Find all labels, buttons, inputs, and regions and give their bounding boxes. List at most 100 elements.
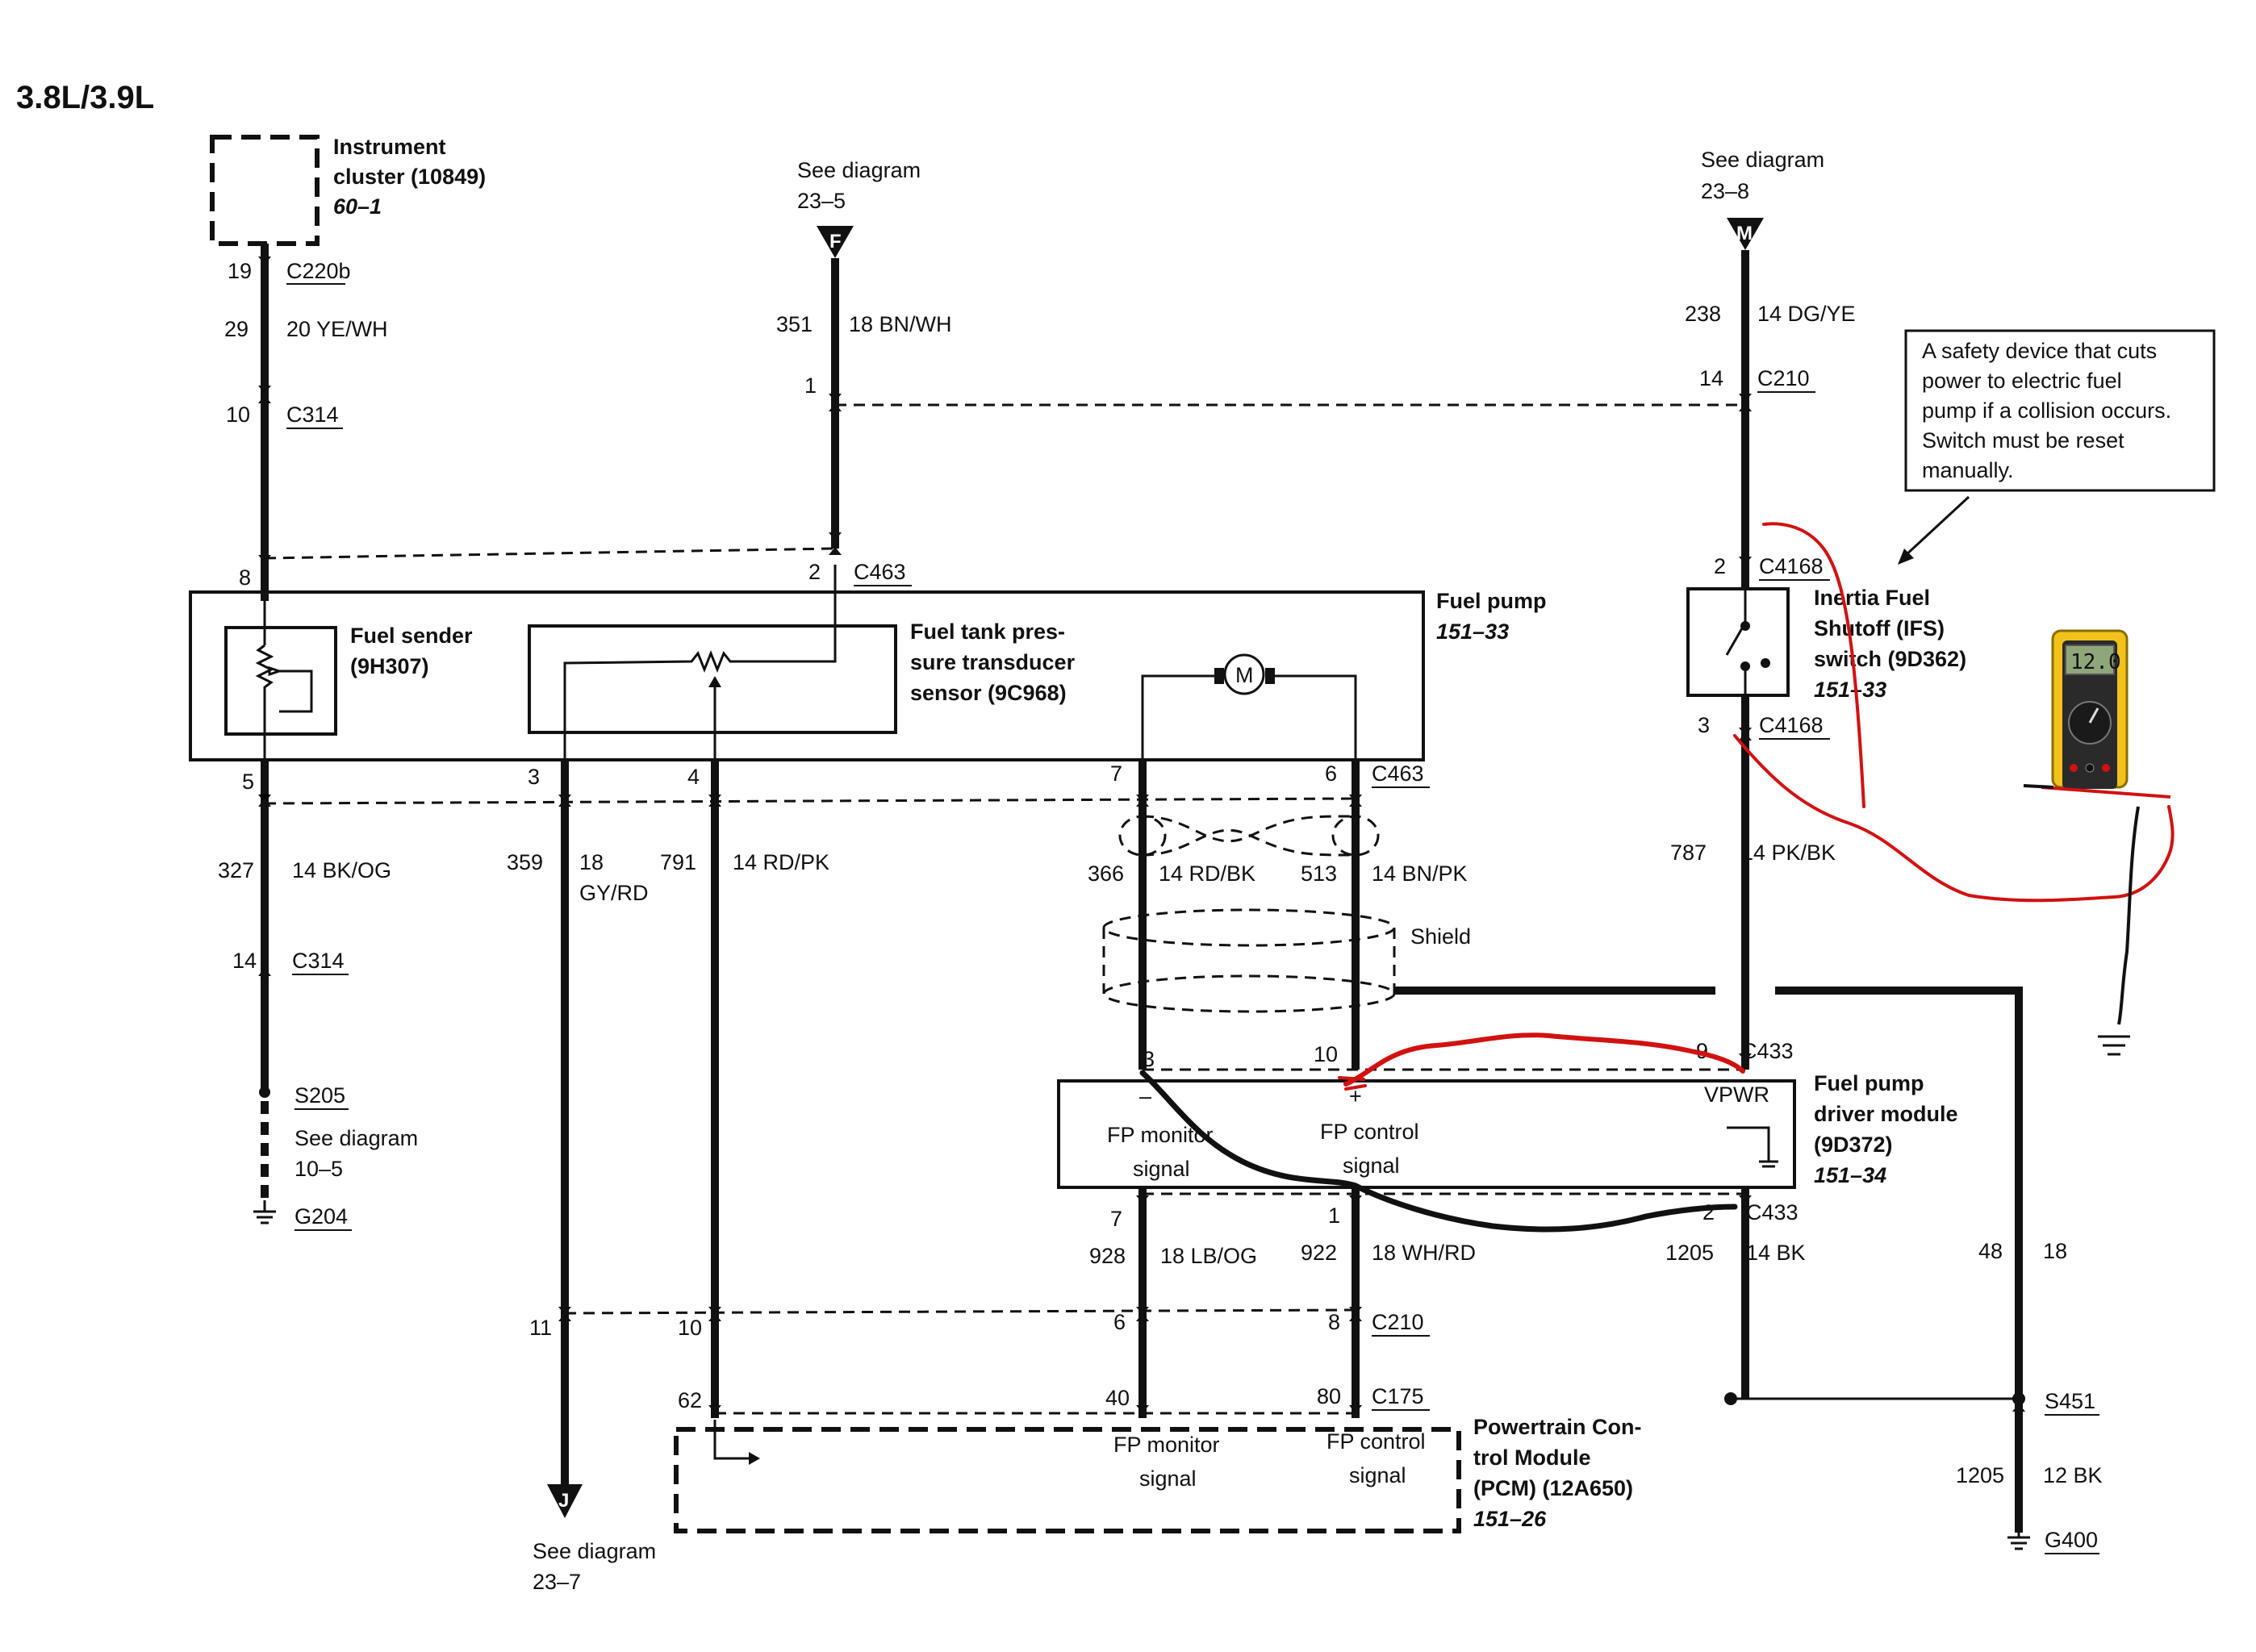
svg-text:62: 62: [678, 1388, 702, 1412]
fuel-tank-pressure-sensor: [528, 624, 897, 734]
svg-text:8: 8: [239, 565, 251, 590]
svg-text:signal: signal: [1343, 1153, 1400, 1178]
svg-text:29: 29: [224, 317, 249, 341]
svg-text:See diagram: See diagram: [797, 158, 921, 182]
svg-text:14: 14: [1699, 366, 1723, 390]
svg-text:3: 3: [1698, 713, 1710, 737]
svg-text:See diagram: See diagram: [1701, 148, 1824, 172]
svg-text:151–33: 151–33: [1814, 678, 1886, 702]
connector-arrow: [258, 395, 271, 403]
see-diagram-f-marker: [817, 226, 854, 258]
annotation-black-line: [1139, 1070, 1738, 1233]
svg-text:Powertrain Con-: Powertrain Con-: [1473, 1415, 1642, 1439]
svg-text:2: 2: [808, 560, 821, 584]
svg-text:18: 18: [579, 850, 604, 874]
svg-text:18 BN/WH: 18 BN/WH: [849, 312, 952, 336]
shield-icon: [1102, 908, 1396, 947]
svg-text:14 RD/PK: 14 RD/PK: [733, 850, 829, 874]
connector-c210-top: C210: [1757, 366, 1810, 390]
svg-text:6: 6: [1113, 1310, 1126, 1334]
wire-48: [1394, 987, 2023, 1533]
instrument-cluster: Instrument cluster (10849) 60–1: [210, 135, 486, 246]
connector-c433-bottom: C433: [1746, 1200, 1799, 1224]
switch-contact-icon: [1740, 661, 1750, 671]
fuel-pump-assembly: Fuel pump 151–33 Fuel sender (9H307) Fue…: [189, 565, 1547, 803]
svg-text:60–1: 60–1: [333, 194, 382, 219]
svg-text:1205: 1205: [1665, 1241, 1714, 1265]
module-ground-icon: [1727, 1126, 1770, 1162]
connector-c433-top: C433: [1741, 1039, 1794, 1063]
svg-text:M: M: [1235, 663, 1254, 687]
svg-text:signal: signal: [1349, 1463, 1406, 1487]
svg-text:151–33: 151–33: [1436, 620, 1509, 644]
ground-g204-icon: [253, 1200, 276, 1224]
connector-c210-bottom: C210: [1372, 1310, 1424, 1334]
svg-text:14 PK/BK: 14 PK/BK: [1741, 841, 1836, 865]
connector-c220b: C220b: [286, 259, 351, 283]
svg-text:791: 791: [660, 850, 696, 874]
callout-arrow-icon: [1898, 549, 1914, 565]
ground-g400-icon: [2007, 1533, 2030, 1550]
svg-text:Instrument: Instrument: [333, 135, 446, 159]
svg-text:151–34: 151–34: [1814, 1163, 1886, 1187]
svg-text:7: 7: [1110, 1207, 1122, 1231]
svg-text:7: 7: [1110, 761, 1122, 786]
svg-text:327: 327: [218, 858, 254, 882]
svg-text:(9D372): (9D372): [1814, 1133, 1893, 1157]
splice-s205: S205: [295, 1083, 345, 1108]
svg-text:Shutoff (IFS): Shutoff (IFS): [1814, 616, 1945, 640]
sender-resistor-icon: [255, 601, 274, 803]
ground-g400: G400: [2045, 1528, 2098, 1552]
svg-text:J: J: [558, 1490, 569, 1512]
svg-text:922: 922: [1301, 1241, 1337, 1265]
annotation-red-lead-1: [1762, 522, 1865, 808]
svg-text:19: 19: [228, 259, 252, 283]
svg-text:1205: 1205: [1956, 1463, 2004, 1487]
svg-text:signal: signal: [1133, 1157, 1190, 1181]
connector-arrow: [258, 257, 271, 265]
svg-text:351: 351: [776, 312, 813, 336]
svg-text:sensor (9C968): sensor (9C968): [910, 681, 1067, 705]
svg-text:80: 80: [1317, 1384, 1341, 1408]
svg-text:Shield: Shield: [1410, 924, 1471, 949]
svg-text:10: 10: [226, 403, 250, 427]
svg-text:4: 4: [687, 765, 700, 789]
connector-c4168-bottom: C4168: [1759, 713, 1824, 737]
svg-text:GY/RD: GY/RD: [579, 881, 649, 905]
fuel-pump-motor-icon: [1223, 653, 1265, 695]
svg-text:sure transducer: sure transducer: [910, 650, 1076, 674]
svg-text:14 BK/OG: 14 BK/OG: [292, 858, 391, 882]
inertia-fuel-shutoff-switch: Inertia Fuel Shutoff (IFS) switch (9D362…: [1686, 586, 1966, 702]
sensor-resistor-icon: [563, 565, 837, 803]
connector-arrow: [258, 386, 271, 394]
connector-c314-top: C314: [286, 403, 339, 427]
svg-text:787: 787: [1670, 841, 1707, 865]
connector-c175: C175: [1372, 1384, 1424, 1408]
svg-text:F: F: [829, 231, 842, 252]
svg-text:14: 14: [232, 949, 257, 973]
powertrain-control-module: FP monitor signal FP control signal Powe…: [674, 1415, 1642, 1533]
svg-text:See diagram: See diagram: [295, 1126, 418, 1150]
svg-text:10–5: 10–5: [295, 1157, 343, 1181]
svg-text:12 BK: 12 BK: [2043, 1463, 2103, 1487]
svg-text:18 WH/RD: 18 WH/RD: [1372, 1241, 1476, 1265]
fuel-sender: [224, 626, 337, 736]
svg-text:238: 238: [1685, 302, 1721, 326]
svg-text:See diagram: See diagram: [533, 1539, 656, 1563]
svg-text:3: 3: [1143, 1047, 1155, 1071]
multimeter-reading: 12.0: [2070, 650, 2121, 674]
svg-text:2: 2: [1714, 554, 1726, 578]
svg-text:1: 1: [1328, 1204, 1340, 1228]
svg-text:14 BK: 14 BK: [1746, 1241, 1806, 1265]
svg-text:20 YE/WH: 20 YE/WH: [286, 317, 388, 341]
svg-text:11: 11: [529, 1316, 552, 1340]
svg-text:1: 1: [804, 373, 817, 398]
svg-text:359: 359: [507, 850, 543, 874]
ifs-callout: A safety device that cuts power to elect…: [1898, 329, 2216, 565]
svg-text:5: 5: [242, 770, 254, 794]
svg-text:14 BN/PK: 14 BN/PK: [1372, 861, 1468, 886]
svg-text:14 DG/YE: 14 DG/YE: [1757, 302, 1856, 326]
fuel-pump-driver-module: 3 10 9 C433 – + VPWR FP monitor signal F…: [1057, 1039, 1958, 1189]
svg-text:10: 10: [678, 1316, 702, 1340]
